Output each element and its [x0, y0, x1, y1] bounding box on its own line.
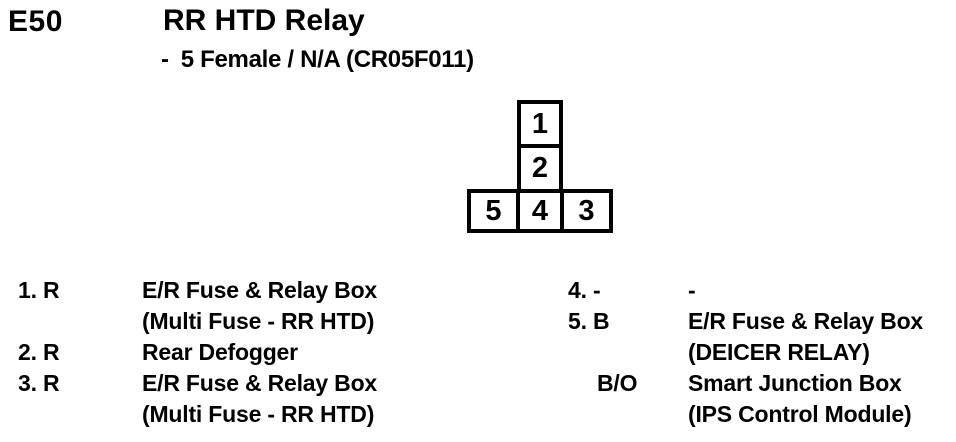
pin-description: Smart Junction Box — [688, 370, 902, 396]
connector-bottom-row: 5 4 3 — [467, 189, 613, 233]
pin-description: E/R Fuse & Relay Box — [142, 277, 378, 303]
pin-code — [18, 399, 142, 430]
connector-subtitle: - 5 Female / N/A (CR05F011) — [161, 46, 474, 74]
pin-description: - — [688, 277, 696, 303]
page-title: RR HTD Relay — [163, 4, 365, 37]
connector-pin-cell-3: 3 — [578, 195, 595, 227]
pin-description: (DEICER RELAY) — [688, 339, 870, 365]
pin-code: 1. R — [18, 277, 60, 303]
connector-id: E50 — [8, 5, 63, 38]
pin-code: 3. R — [18, 370, 60, 396]
pin-description: Rear Defogger — [142, 339, 298, 365]
connector-diagram: 1 2 5 4 3 — [467, 100, 613, 233]
connector-pin-cell-4: 4 — [516, 193, 564, 229]
pin-description: (IPS Control Module) — [688, 401, 912, 427]
pin-code — [18, 306, 142, 337]
subtitle-text: 5 Female / N/A (CR05F011) — [180, 46, 474, 73]
connector-pin-cell-2: 2 — [531, 152, 549, 184]
connector-pin-cell-5: 5 — [485, 195, 502, 227]
pin-list-right: 4. - - 5. B E/R Fuse & Relay Box (DEICER… — [568, 275, 923, 430]
wire-code: B/O — [597, 370, 638, 396]
pin-list-left: 1. R E/R Fuse & Relay Box (Multi Fuse - … — [18, 275, 377, 430]
pin-code: 2. R — [18, 339, 60, 365]
pin-code: 5. B — [568, 308, 610, 334]
connector-pin-cell-1: 1 — [521, 104, 559, 148]
pin-description: E/R Fuse & Relay Box — [688, 308, 924, 334]
pin-description: (Multi Fuse - RR HTD) — [142, 308, 375, 334]
pin-code — [568, 399, 688, 430]
pin-description: (Multi Fuse - RR HTD) — [142, 401, 375, 427]
pin-description: E/R Fuse & Relay Box — [142, 370, 378, 396]
pin-code — [568, 337, 688, 368]
pin-code: 4. - — [568, 277, 601, 303]
connector-top-stack: 1 2 — [517, 100, 563, 189]
subtitle-dash: - — [161, 46, 169, 73]
